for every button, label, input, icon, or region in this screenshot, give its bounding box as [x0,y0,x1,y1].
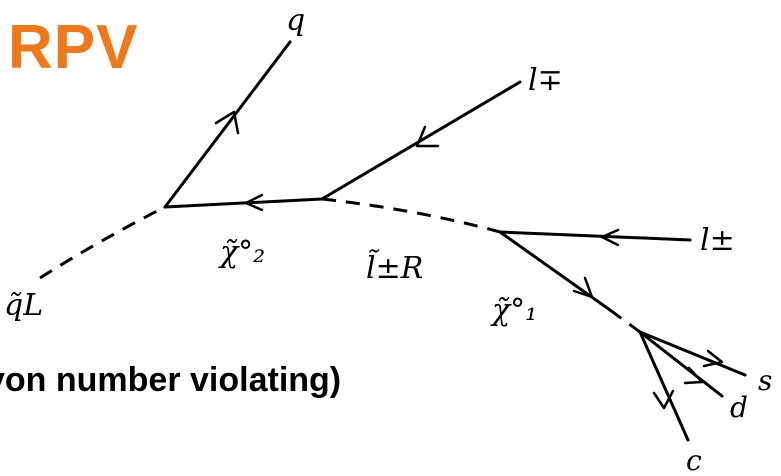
neutralino1-tail [609,308,641,334]
label-slepton: l̃±R [366,249,423,286]
lepton-pm-arrow [600,228,620,247]
c-quark-line [638,330,690,442]
label-c: c [686,444,702,476]
label-d: d [730,391,748,424]
label-q: q [286,3,305,38]
label-s: s [758,364,772,397]
label-squark: q̃L [4,288,43,323]
lepton-mp-line [320,80,522,201]
squark-propagator [39,205,166,280]
lepton-pm-line [498,230,692,242]
d-quark-arrow [683,366,704,385]
label-neutralino1: χ̃°₁ [490,293,537,328]
slepton-propagator [321,197,501,234]
label-lepton-mp: l∓ [528,63,563,98]
neutralino1-arrow [572,276,594,299]
lepton-mp-arrow [415,125,440,148]
s-quark-line [638,330,747,377]
quark-arrow [214,110,240,135]
quark-line [163,40,292,209]
d-quark-line [638,330,724,398]
neutralino2-line [163,197,324,209]
label-lepton-pm: l± [700,223,735,258]
neutralino2-arrow [244,193,264,212]
s-quark-arrow [702,349,724,368]
caption-text: yon number violating) [0,361,342,399]
label-neutralino2: χ̃°₂ [218,235,265,270]
c-quark-arrow [652,389,675,410]
diagram-title: RPV [8,13,139,82]
